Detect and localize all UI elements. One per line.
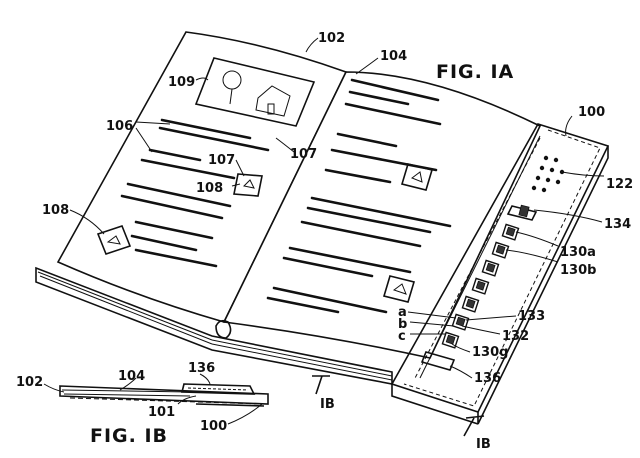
fig1b-ref-104: 104	[118, 369, 145, 384]
hotspot-icon-107	[233, 173, 263, 197]
ref-107-right: 107	[290, 147, 317, 162]
fig-1b-section	[43, 373, 269, 425]
right-page-text	[266, 78, 452, 314]
fig1b-ref-136: 136	[188, 361, 215, 376]
ref-107-left: 107	[208, 153, 235, 168]
section-label-right: IB	[476, 437, 491, 452]
hotspot-icon-right-lower	[382, 275, 416, 303]
ref-108-left: 108	[42, 203, 69, 218]
section-marker-left	[312, 375, 330, 395]
ref-132: 132	[502, 329, 529, 344]
section-marker-right	[463, 415, 485, 437]
ref-122: 122	[606, 177, 633, 192]
hotspot-icon-108	[96, 225, 132, 255]
picture-area	[194, 57, 316, 127]
ref-b: b	[398, 317, 407, 332]
left-page-text	[120, 118, 270, 268]
figure-1a-title: FIG. IA	[436, 61, 514, 83]
fig1b-ref-102: 102	[16, 375, 43, 390]
ref-136: 136	[474, 371, 501, 386]
volume-slider[interactable]	[506, 204, 538, 221]
ref-104: 104	[380, 49, 407, 64]
ref-102: 102	[318, 31, 345, 46]
ref-a: a	[398, 305, 407, 320]
ref-130a: 130a	[560, 245, 596, 260]
hotspot-icon-right-upper	[400, 163, 434, 191]
section-label-left: IB	[320, 397, 335, 412]
ref-134: 134	[604, 217, 631, 232]
ref-133: 133	[518, 309, 545, 324]
ref-108-center: 108	[196, 181, 223, 196]
ref-130g: 130g	[472, 345, 508, 360]
figure-1b-title: FIG. IB	[90, 425, 168, 447]
button-column[interactable]	[420, 223, 520, 371]
ref-100: 100	[578, 105, 605, 120]
leader-lines	[69, 37, 605, 379]
control-unit	[390, 123, 610, 425]
ref-106: 106	[106, 119, 133, 134]
fig1b-ref-100: 100	[200, 419, 227, 434]
ref-109: 109	[168, 75, 195, 90]
ref-c: c	[398, 329, 406, 344]
ref-130b: 130b	[560, 263, 596, 278]
speaker-grille	[531, 155, 565, 193]
fig1b-ref-101: 101	[148, 405, 175, 420]
